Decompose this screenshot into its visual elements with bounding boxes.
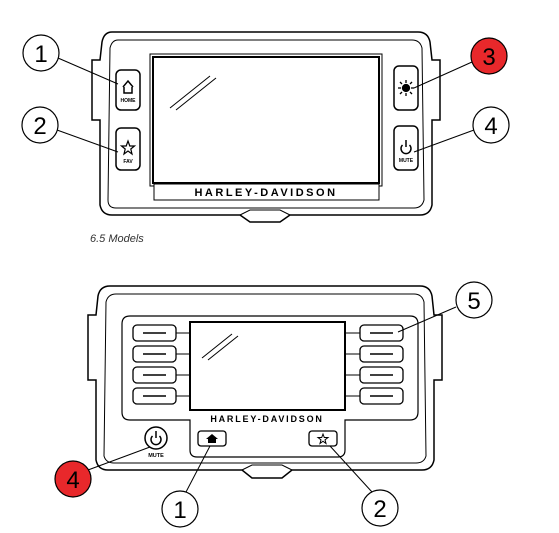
top-brightness-button[interactable] bbox=[393, 65, 419, 111]
power-icon bbox=[400, 140, 412, 155]
callout-top-4: 4 bbox=[413, 106, 510, 153]
soft-key-right-2[interactable] bbox=[345, 345, 404, 363]
soft-key-left-1[interactable] bbox=[132, 324, 190, 342]
svg-text:4: 4 bbox=[484, 113, 497, 140]
bottom-mute-label: MUTE bbox=[148, 453, 164, 459]
bottom-display-screen bbox=[189, 321, 346, 411]
svg-text:5: 5 bbox=[467, 288, 480, 315]
bottom-home-button[interactable] bbox=[197, 430, 227, 447]
soft-key-right-1[interactable] bbox=[345, 324, 404, 342]
svg-text:3: 3 bbox=[482, 44, 495, 71]
soft-key-right-3[interactable] bbox=[345, 366, 404, 384]
sun-icon bbox=[398, 80, 414, 96]
top-brand-label: HARLEY-DAVIDSON bbox=[194, 187, 337, 199]
bottom-mute-button[interactable]: MUTE bbox=[144, 426, 168, 459]
soft-key-right-4[interactable] bbox=[345, 387, 404, 405]
callout-bottom-2: 2 bbox=[329, 445, 399, 527]
svg-text:2: 2 bbox=[373, 496, 386, 523]
callout-bottom-1: 1 bbox=[161, 445, 211, 528]
soft-key-left-4[interactable] bbox=[132, 387, 190, 405]
bottom-fav-button[interactable] bbox=[308, 430, 338, 447]
callout-bottom-5: 5 bbox=[397, 281, 493, 333]
svg-text:1: 1 bbox=[34, 41, 47, 68]
top-mute-button[interactable]: MUTE bbox=[393, 125, 419, 171]
star-icon bbox=[119, 139, 137, 156]
svg-text:2: 2 bbox=[33, 113, 46, 140]
soft-key-left-2[interactable] bbox=[132, 345, 190, 363]
callout-bottom-4: 4 bbox=[54, 446, 151, 498]
top-radio-unit bbox=[91, 31, 441, 223]
svg-text:1: 1 bbox=[173, 497, 186, 524]
bottom-radio-unit bbox=[87, 285, 443, 479]
home-icon bbox=[206, 434, 218, 443]
callout-top-3: 3 bbox=[413, 37, 508, 89]
bottom-brand-label: HARLEY-DAVIDSON bbox=[210, 414, 323, 424]
top-display-screen bbox=[149, 53, 383, 201]
caption-6-5-models: 6.5 Models bbox=[90, 233, 144, 245]
soft-key-left-3[interactable] bbox=[132, 366, 190, 384]
fav-button-label: FAV bbox=[123, 159, 133, 165]
mute-button-label: MUTE bbox=[399, 158, 414, 164]
star-icon bbox=[316, 432, 330, 445]
left-soft-keys bbox=[132, 324, 190, 405]
top-fav-button[interactable]: FAV bbox=[115, 127, 141, 171]
right-soft-keys bbox=[345, 324, 404, 405]
power-icon bbox=[150, 431, 162, 446]
callout-top-2: 2 bbox=[21, 106, 119, 153]
top-home-button[interactable]: HOME bbox=[115, 69, 141, 111]
home-button-label: HOME bbox=[121, 98, 137, 104]
home-icon bbox=[122, 79, 134, 94]
svg-text:4: 4 bbox=[66, 467, 79, 494]
callout-top-1: 1 bbox=[22, 34, 119, 85]
